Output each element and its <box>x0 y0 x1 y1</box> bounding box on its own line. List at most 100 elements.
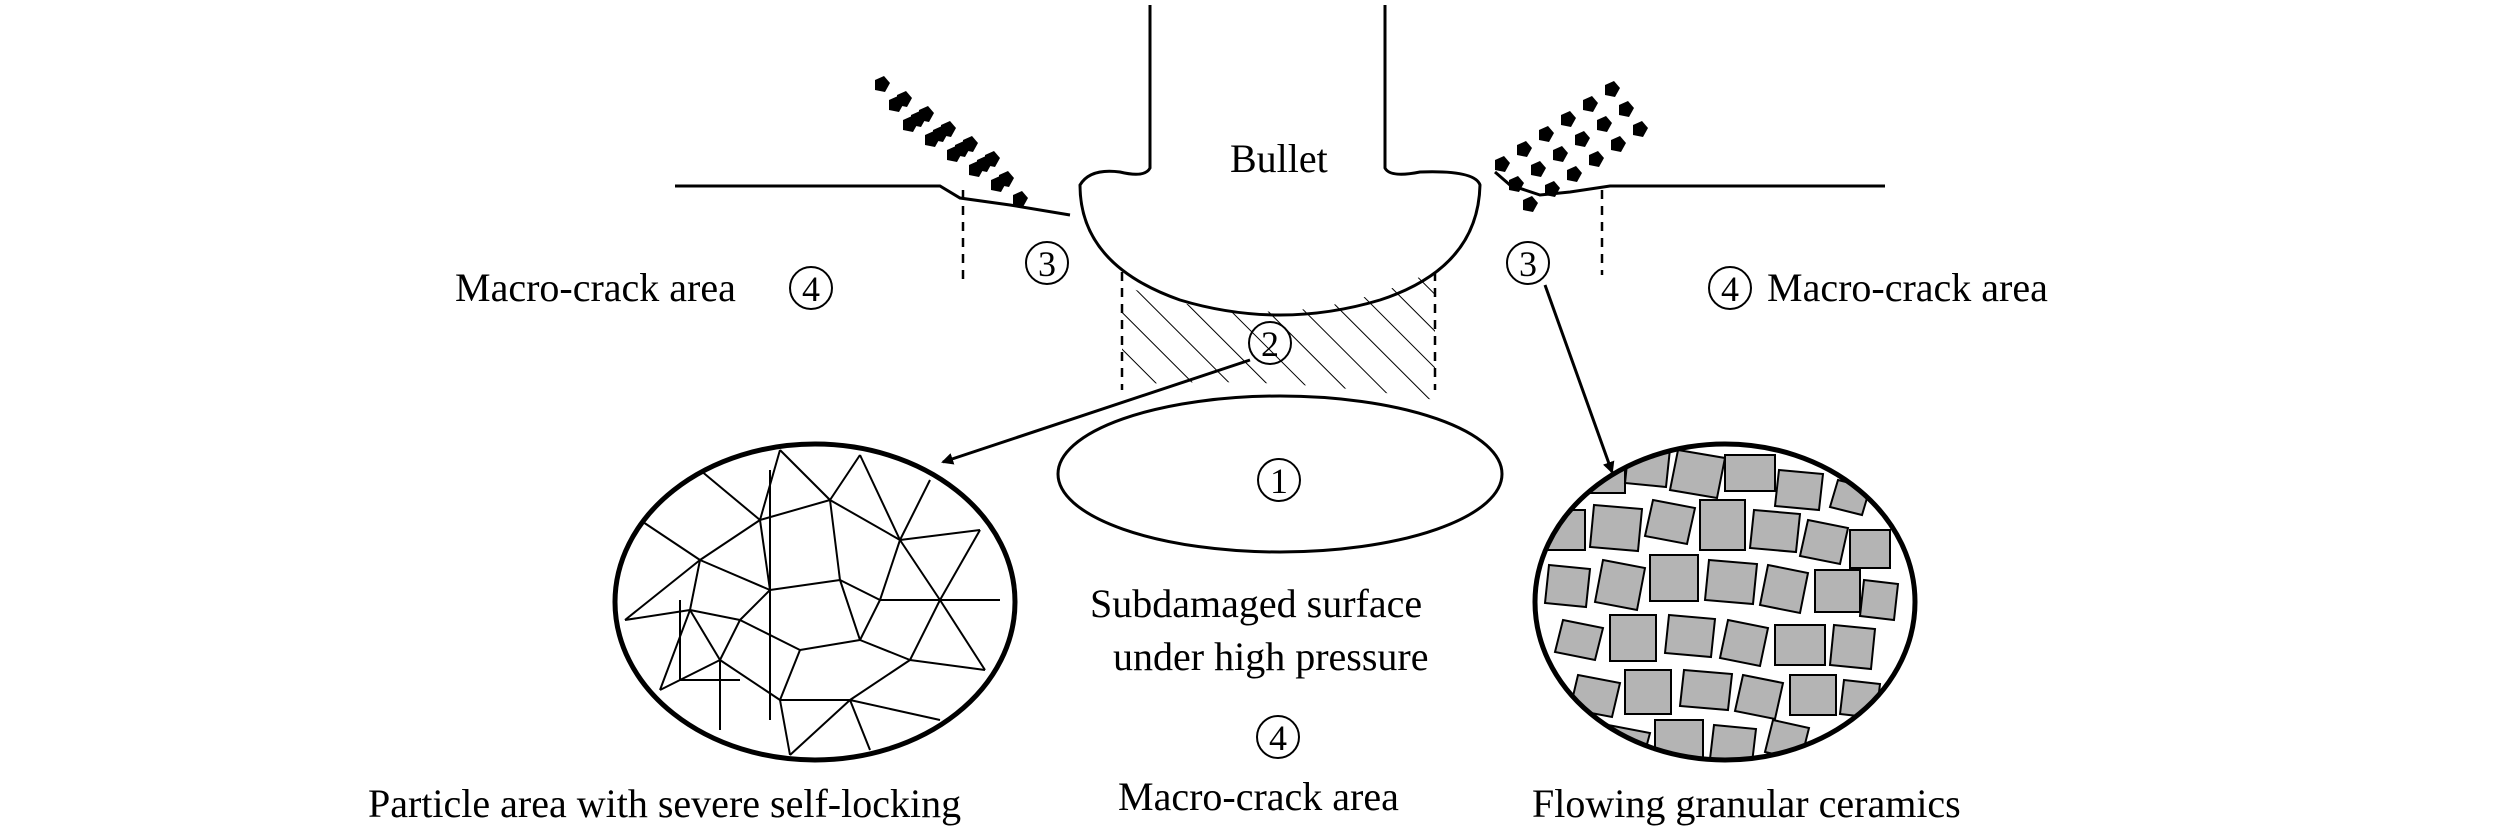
debris-fragment <box>903 116 918 132</box>
ceramic-grain <box>1663 613 1717 659</box>
fracture-line <box>899 539 941 601</box>
subdamaged-label-line1: Subdamaged surface <box>1090 581 1422 626</box>
fracture-line <box>829 454 861 501</box>
zone-marker-1: 1 <box>1257 458 1301 502</box>
fracture-line <box>679 600 740 681</box>
ceramic-grain <box>1733 673 1785 721</box>
fracture-line <box>759 519 771 591</box>
arrow-to-particle-area <box>941 358 1251 465</box>
fracture-line <box>759 499 831 521</box>
ceramic-grain <box>1718 618 1770 668</box>
ceramic-grain <box>1758 563 1810 615</box>
fracture-line <box>779 699 791 756</box>
fracture-line <box>789 699 851 756</box>
fracture-line <box>839 579 881 601</box>
debris-fragment <box>925 131 940 147</box>
comminuted-zone <box>1122 270 1435 400</box>
ceramic-grain <box>1593 558 1647 612</box>
debris-fragment <box>1495 156 1510 172</box>
ceramic-grain <box>1814 569 1861 613</box>
fracture-line <box>624 559 701 621</box>
fracture-line <box>849 699 941 721</box>
fracture-line <box>799 639 861 651</box>
fracture-line <box>779 649 801 701</box>
debris-fragment <box>1583 96 1598 112</box>
bullet-label: Bullet <box>1230 136 1328 181</box>
debris-fragment <box>1517 141 1532 157</box>
subdamaged-surface-ellipse <box>1056 394 1504 554</box>
fracture-line <box>849 659 911 701</box>
svg-text:4: 4 <box>1269 718 1287 758</box>
svg-text:3: 3 <box>1038 244 1056 284</box>
zone-marker-2: 2 <box>1248 321 1292 365</box>
ceramic-grain <box>1858 578 1900 622</box>
fracture-line <box>849 699 871 751</box>
left-debris-cluster <box>875 76 1028 207</box>
svg-text:3: 3 <box>1519 244 1537 284</box>
fracture-line <box>689 609 741 621</box>
ceramic-grain <box>1678 668 1734 712</box>
debris-fragment <box>1575 131 1590 147</box>
ceramic-grain <box>1773 468 1825 512</box>
ceramic-grain <box>1624 669 1672 715</box>
fracture-line <box>639 519 701 561</box>
ceramic-grain <box>1798 518 1850 566</box>
ceramic-grain <box>1588 503 1644 553</box>
debris-fragment <box>1509 176 1524 192</box>
fracture-line <box>939 529 981 601</box>
svg-text:4: 4 <box>802 269 820 309</box>
subdamaged-label-line2: under high pressure <box>1113 634 1428 679</box>
debris-fragment <box>1523 196 1538 212</box>
zone-marker-4-right: 4 <box>1708 266 1752 310</box>
ceramic-grain <box>1553 618 1605 662</box>
debris-fragment <box>1589 151 1604 167</box>
bullet-shape <box>1078 5 1482 317</box>
debris-fragment <box>1597 116 1612 132</box>
ceramic-grain <box>1774 624 1826 666</box>
fracture-line <box>859 639 911 661</box>
debris-fragment <box>1611 136 1626 152</box>
fracture-line <box>859 599 881 641</box>
fracture-line <box>899 479 931 541</box>
fracture-line <box>899 529 981 541</box>
ceramic-grain <box>1789 674 1837 716</box>
particle-self-locking-circle <box>612 441 1018 763</box>
debris-fragment <box>1539 126 1554 142</box>
ceramic-grain <box>1703 558 1759 606</box>
ceramic-grain <box>1699 499 1746 551</box>
fracture-line <box>689 559 701 611</box>
right-debris-cluster <box>1495 81 1648 212</box>
fracture-line <box>829 499 841 581</box>
fracture-line <box>719 619 741 661</box>
debris-fragment <box>1013 191 1028 207</box>
ceramic-grain <box>1609 614 1657 662</box>
fracture-line <box>829 499 901 541</box>
flowing-granular-circle <box>1532 441 1918 763</box>
debris-fragment <box>991 176 1006 192</box>
zone-marker-4-bottom: 4 <box>1256 715 1300 759</box>
debris-fragment <box>889 96 904 112</box>
fracture-line <box>699 469 761 521</box>
ceramic-grain <box>1849 529 1891 569</box>
fracture-line <box>859 454 901 541</box>
ceramic-grain <box>1708 723 1758 760</box>
flowing-ceramics-label: Flowing granular ceramics <box>1532 781 1961 826</box>
svg-text:1: 1 <box>1270 461 1288 501</box>
ceramic-grain <box>1748 508 1802 554</box>
fracture-line <box>839 579 861 641</box>
debris-fragment <box>947 146 962 162</box>
debris-fragment <box>1545 181 1560 197</box>
fracture-line <box>779 449 831 501</box>
fracture-line <box>769 579 841 591</box>
fracture-line <box>689 609 721 661</box>
ceramic-grain <box>1828 623 1877 671</box>
ceramic-grain <box>1668 448 1727 500</box>
fracture-line <box>879 539 901 601</box>
fracture-line <box>739 589 771 621</box>
ceramic-grain <box>1649 554 1699 602</box>
fracture-line <box>699 519 761 561</box>
fracture-line <box>909 659 986 671</box>
fracture-line <box>659 659 721 691</box>
ceramic-grain <box>1568 673 1622 719</box>
